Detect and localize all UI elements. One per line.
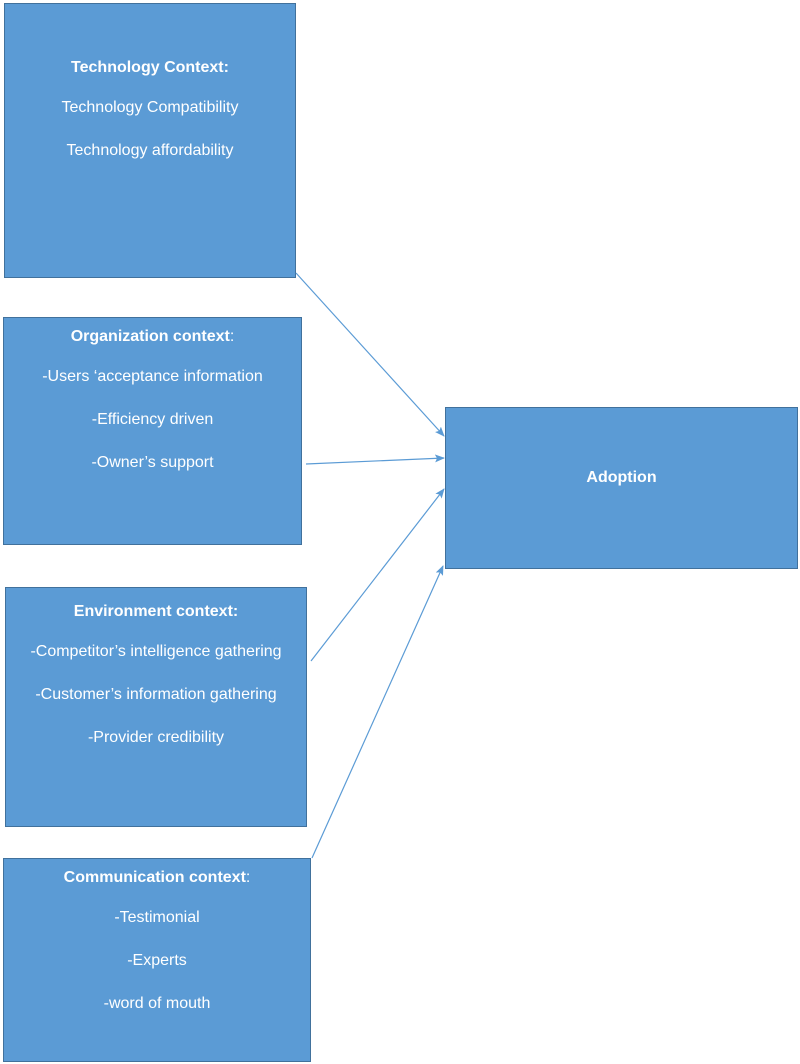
environment-context-title: Environment context:: [73, 603, 239, 620]
technology-context-box: Technology Context: Technology Compatibi…: [4, 3, 296, 278]
organization-context-title: Organization context:: [4, 327, 301, 347]
adoption-title: Adoption: [586, 469, 657, 486]
environment-item-competitor: -Competitor’s intelligence gathering: [30, 643, 282, 660]
technology-context-title: Technology Context:: [71, 59, 229, 76]
technology-item-compatibility: Technology Compatibility: [61, 99, 239, 116]
communication-item-experts: -Experts: [127, 952, 187, 969]
organization-context-title-text: Organization context: [70, 328, 230, 345]
organization-item-efficiency: -Efficiency driven: [91, 411, 214, 428]
technology-item-affordability: Technology affordability: [66, 142, 234, 159]
organization-item-owner-support: -Owner’s support: [91, 454, 214, 471]
arrow-communication-to-adoption: [311, 565, 444, 859]
adoption-box: Adoption: [445, 407, 798, 569]
arrow-organization-to-adoption: [305, 454, 445, 465]
environment-item-provider: -Provider credibility: [87, 729, 225, 746]
communication-item-testimonial: -Testimonial: [114, 909, 200, 926]
environment-item-customer: -Customer’s information gathering: [35, 686, 277, 703]
communication-context-title: Communication context:: [4, 868, 310, 888]
communication-context-title-colon: :: [245, 869, 251, 886]
environment-context-box: Environment context: -Competitor’s intel…: [5, 587, 307, 827]
communication-context-box: Communication context: -Testimonial -Exp…: [3, 858, 311, 1062]
communication-item-word-of-mouth: -word of mouth: [103, 995, 211, 1012]
arrow-technology-to-adoption: [295, 272, 445, 437]
organization-context-title-colon: :: [229, 328, 235, 345]
communication-context-title-text: Communication context: [63, 869, 246, 886]
organization-context-box: Organization context: -Users ‘acceptance…: [3, 317, 302, 545]
arrow-environment-to-adoption: [310, 488, 445, 662]
organization-item-users-acceptance: -Users ‘acceptance information: [42, 368, 263, 385]
